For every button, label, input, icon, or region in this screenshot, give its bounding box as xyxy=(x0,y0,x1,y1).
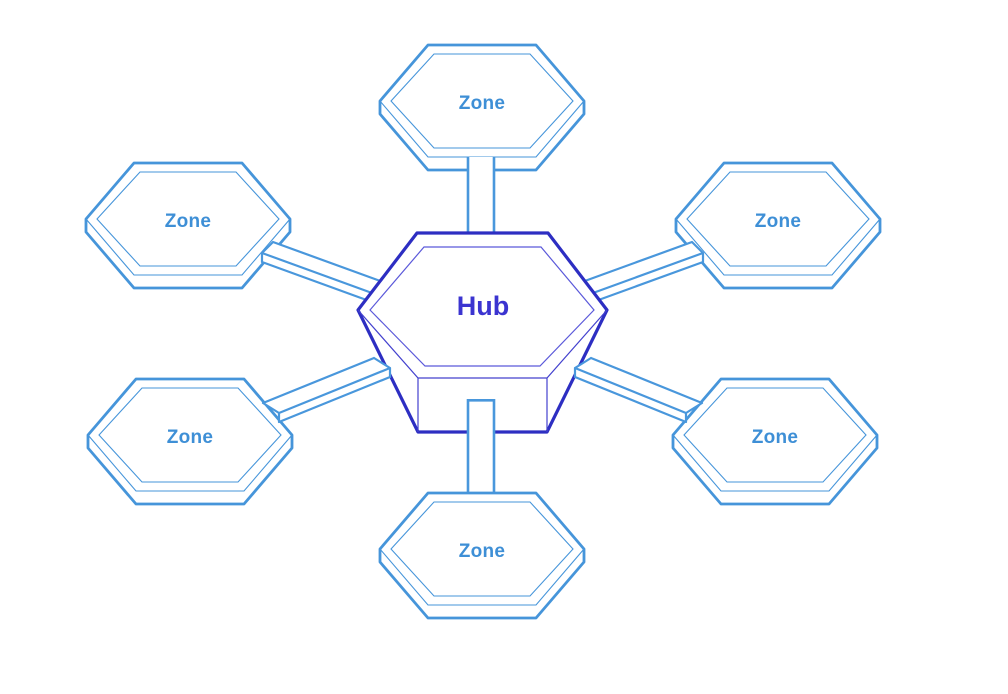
connector-edges xyxy=(466,157,496,233)
connector-body xyxy=(262,242,383,302)
hub-node: Hub xyxy=(356,231,609,434)
zone-label: Zone xyxy=(167,427,214,448)
zone-node-bottom: Zone xyxy=(378,491,586,620)
connector-upper-left xyxy=(260,240,385,304)
zone-label: Zone xyxy=(459,541,506,562)
hub-label: Hub xyxy=(457,291,509,321)
connector-edges xyxy=(580,240,705,304)
zone-label: Zone xyxy=(165,211,212,232)
connector-edges xyxy=(573,356,704,424)
zone-label: Zone xyxy=(755,211,802,232)
connector-lower-right xyxy=(573,356,704,424)
connector-edges xyxy=(261,356,392,424)
connector-lower-left xyxy=(261,356,392,424)
connector-edges xyxy=(466,399,496,492)
zone-node-upper-left: Zone xyxy=(84,161,292,290)
hub-face-edges xyxy=(357,309,608,432)
zone-label: Zone xyxy=(459,93,506,114)
zone-node-upper-right: Zone xyxy=(674,161,882,290)
zone-node-top: Zone xyxy=(378,43,586,172)
connector-upper-right xyxy=(580,240,705,304)
zone-node-lower-right: Zone xyxy=(671,377,879,506)
connector-bottom xyxy=(466,399,496,492)
zone-node-lower-left: Zone xyxy=(86,377,294,506)
connector-body xyxy=(467,399,495,492)
connector-edges xyxy=(260,240,385,304)
connector-body xyxy=(467,157,495,232)
zone-label: Zone xyxy=(752,427,799,448)
connector-body xyxy=(582,242,703,302)
connector-top xyxy=(466,157,496,233)
hub-inset-hexagon xyxy=(369,246,595,367)
